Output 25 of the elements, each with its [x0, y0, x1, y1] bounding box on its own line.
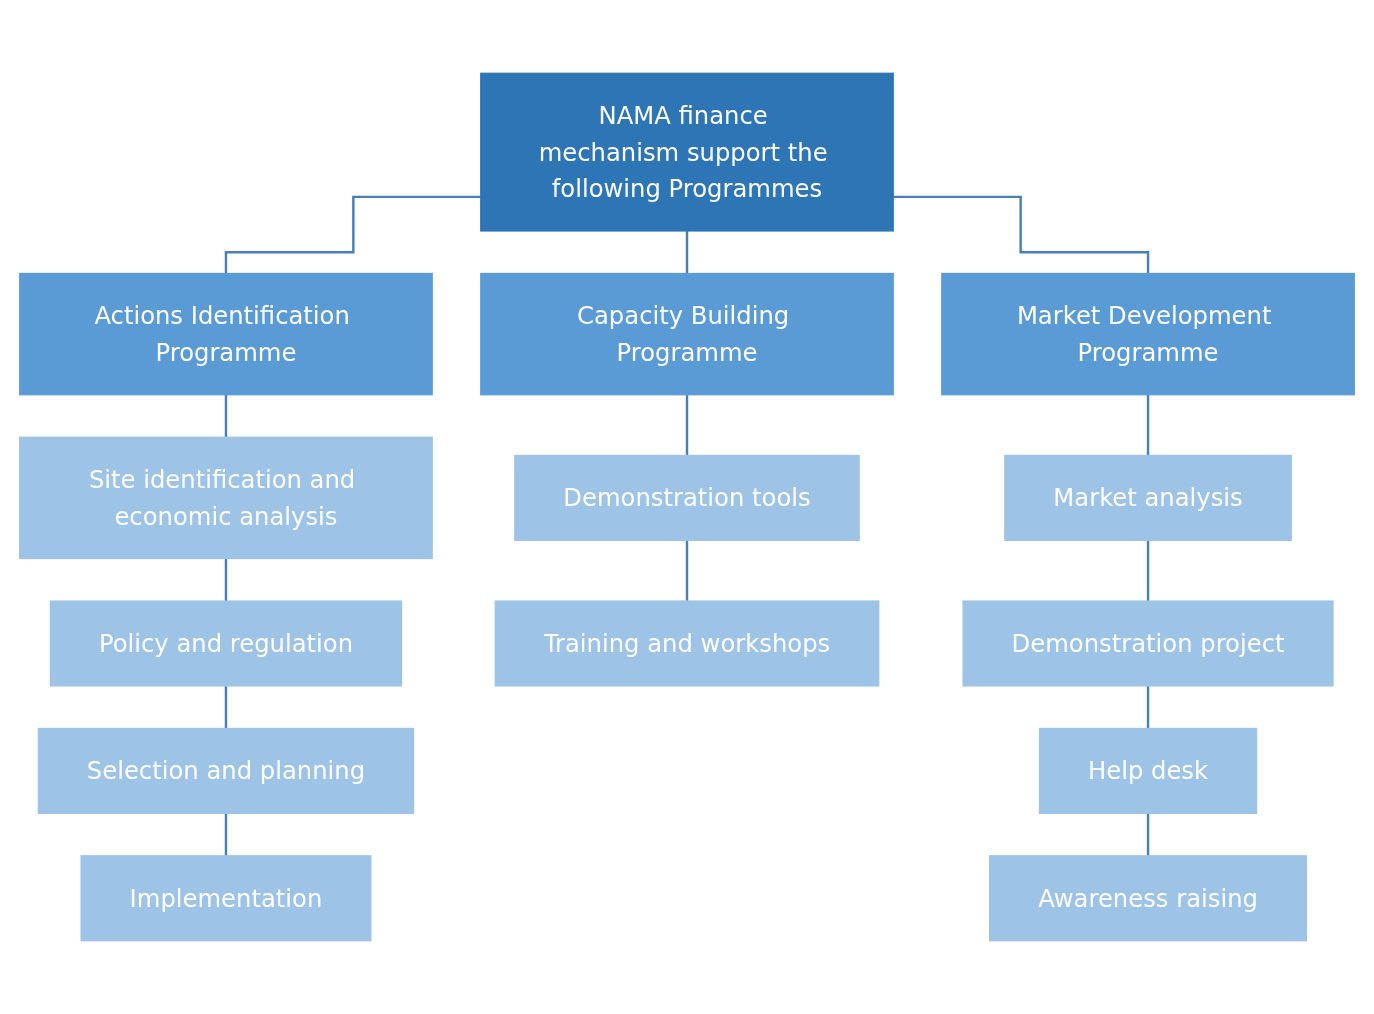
connector — [685, 539, 689, 603]
connector — [224, 393, 228, 439]
connector — [1146, 393, 1150, 457]
node-box: Capacity Building Programme — [480, 272, 894, 396]
connector — [1146, 684, 1150, 730]
node-box: Help desk — [1038, 727, 1258, 814]
node-box: Market analysis — [1004, 454, 1292, 541]
connector — [685, 393, 689, 457]
connector — [1146, 539, 1150, 603]
node-box: Training and workshops — [494, 600, 880, 687]
node-box: Selection and planning — [37, 727, 415, 814]
node-box: Implementation — [80, 855, 372, 942]
node-box: Market Development Programme — [941, 272, 1355, 396]
connector — [224, 557, 228, 603]
node-box: Actions Identification Programme — [19, 272, 433, 396]
node-box: Demonstration project — [962, 600, 1334, 687]
node-box: Demonstration tools — [514, 454, 860, 541]
connector — [893, 195, 1150, 275]
node-box: Site identification and economic analysis — [19, 436, 433, 560]
connector — [224, 195, 481, 275]
connector — [224, 684, 228, 730]
node-box: NAMA finance mechanism support the following Programmes — [480, 72, 894, 232]
connector — [685, 229, 689, 275]
node-box: Awareness raising — [989, 855, 1308, 942]
node-box: Policy and regulation — [49, 600, 403, 687]
